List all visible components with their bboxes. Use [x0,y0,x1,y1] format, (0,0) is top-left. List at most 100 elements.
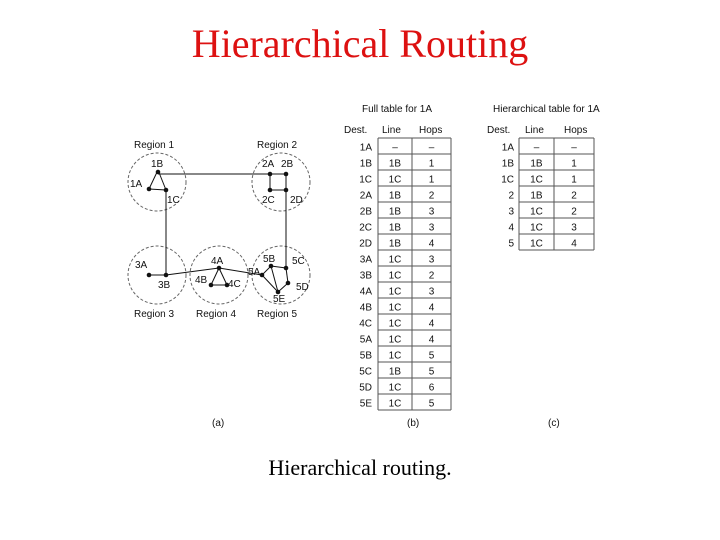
region-2-label: Region 2 [257,140,297,151]
full-table-cell-hops: 3 [429,223,435,234]
full-table-cell-line: 1C [389,383,402,394]
link-3b-4a [165,267,220,276]
region-1-circle [127,152,187,212]
full-table-cell-line: 1C [389,175,402,186]
router-label-4a: 4A [211,256,224,267]
region-5-circle [251,245,311,305]
router-5a [259,272,265,278]
hier-table-cell-line: – [534,143,540,154]
full-table-cell-line: 1B [389,223,402,234]
router-label-4c: 4C [228,279,241,290]
router-2d [283,187,289,193]
full-table-cell-hops: 1 [429,175,435,186]
full-table-cell-dest: 3A [360,255,373,266]
hier-table-header-dest: Dest. [487,125,510,136]
full-table-cell-dest: 4B [360,303,373,314]
hier-table-cell-line: 1C [530,207,543,218]
router-1a [146,186,152,192]
router-label-1a: 1A [130,179,143,190]
link-4a-5a [218,267,263,276]
hier-table-cell-hops: 3 [571,223,577,234]
full-table-cell-hops: 4 [429,319,435,330]
router-5c [283,265,289,271]
full-table-cell-line: 1B [389,367,402,378]
router-1c [163,187,169,193]
full-table-cell-dest: 4C [359,319,372,330]
full-table-cell-dest: 2D [359,239,372,250]
router-label-5e: 5E [273,294,286,305]
hier-table-header-hops: Hops [564,125,587,136]
full-table-cell-hops: 5 [429,351,435,362]
panel-b-label: (b) [407,418,419,429]
router-label-5a: 5A [248,267,261,278]
router-2b [283,171,289,177]
full-table-cell-dest: 2C [359,223,372,234]
full-table-cell-hops: 4 [429,335,435,346]
full-table-cell-dest: 5B [360,351,373,362]
router-label-5d: 5D [296,282,309,293]
router-3a [146,272,152,278]
region-4-circle [189,245,249,305]
link-5b-5e [270,265,279,293]
full-table-header-hops: Hops [419,125,442,136]
full-table-cell-hops: 2 [429,191,435,202]
full-table-cell-dest: 2B [360,207,373,218]
region-1-label: Region 1 [134,140,174,151]
full-table-cell-dest: 1B [360,159,373,170]
router-label-4b: 4B [195,275,208,286]
full-table-cell-hops: – [429,143,435,154]
hier-table-cell-dest: 3 [508,207,514,218]
region-2-circle [251,152,311,212]
full-table-cell-line: 1C [389,271,402,282]
panel-c-label: (c) [548,418,560,429]
router-4a [216,265,222,271]
hier-table-cell-dest: 1A [502,143,515,154]
link-4a-4b [210,267,220,286]
full-table-cell-line: 1B [389,207,402,218]
full-table-header-dest: Dest. [344,125,367,136]
full-table-cell-line: 1B [389,159,402,170]
hier-table-cell-line: 1C [530,239,543,250]
full-table-title: Full table for 1A [362,104,432,115]
hier-table-cell-dest: 5 [508,239,514,250]
full-table-cell-line: 1C [389,255,402,266]
full-table-cell-hops: 3 [429,207,435,218]
hier-table-cell-line: 1C [530,223,543,234]
full-table-cell-line: 1C [389,351,402,362]
full-table-cell-hops: 2 [429,271,435,282]
full-table-cell-hops: 1 [429,159,435,170]
region-3-label: Region 3 [134,309,174,320]
router-label-5b: 5B [263,254,276,265]
hier-table-cell-dest: 2 [508,191,514,202]
router-3b [163,272,169,278]
full-table-cell-line: – [392,143,398,154]
router-label-1b: 1B [151,159,164,170]
hier-table-cell-hops: 2 [571,207,577,218]
full-table-cell-dest: 1C [359,175,372,186]
router-label-1c: 1C [167,195,180,206]
full-table-cell-hops: 3 [429,255,435,266]
router-4c [224,282,230,288]
full-table-cell-dest: 4A [360,287,373,298]
router-label-2b: 2B [281,159,294,170]
link-5c-5d [285,267,289,284]
hier-table-cell-dest: 1C [501,175,514,186]
full-table-cell-dest: 1A [360,143,373,154]
full-table-cell-line: 1C [389,319,402,330]
full-table-cell-hops: 4 [429,239,435,250]
hier-table-cell-hops: – [571,143,577,154]
full-table-cell-hops: 6 [429,383,435,394]
full-table: Full table for 1A Dest. Line Hops 1A – – 1B… [344,104,452,429]
link-5a-5e [261,274,279,293]
router-2c [267,187,273,193]
full-table-cell-hops: 5 [429,367,435,378]
hier-table-cell-hops: 2 [571,191,577,202]
full-table-cell-hops: 5 [429,399,435,410]
region-5-label: Region 5 [257,309,297,320]
full-table-cell-line: 1B [389,239,402,250]
full-table-cell-line: 1C [389,287,402,298]
full-table-header-line: Line [382,125,401,136]
hier-table-cell-dest: 1B [502,159,515,170]
region-4-label: Region 4 [196,309,236,320]
